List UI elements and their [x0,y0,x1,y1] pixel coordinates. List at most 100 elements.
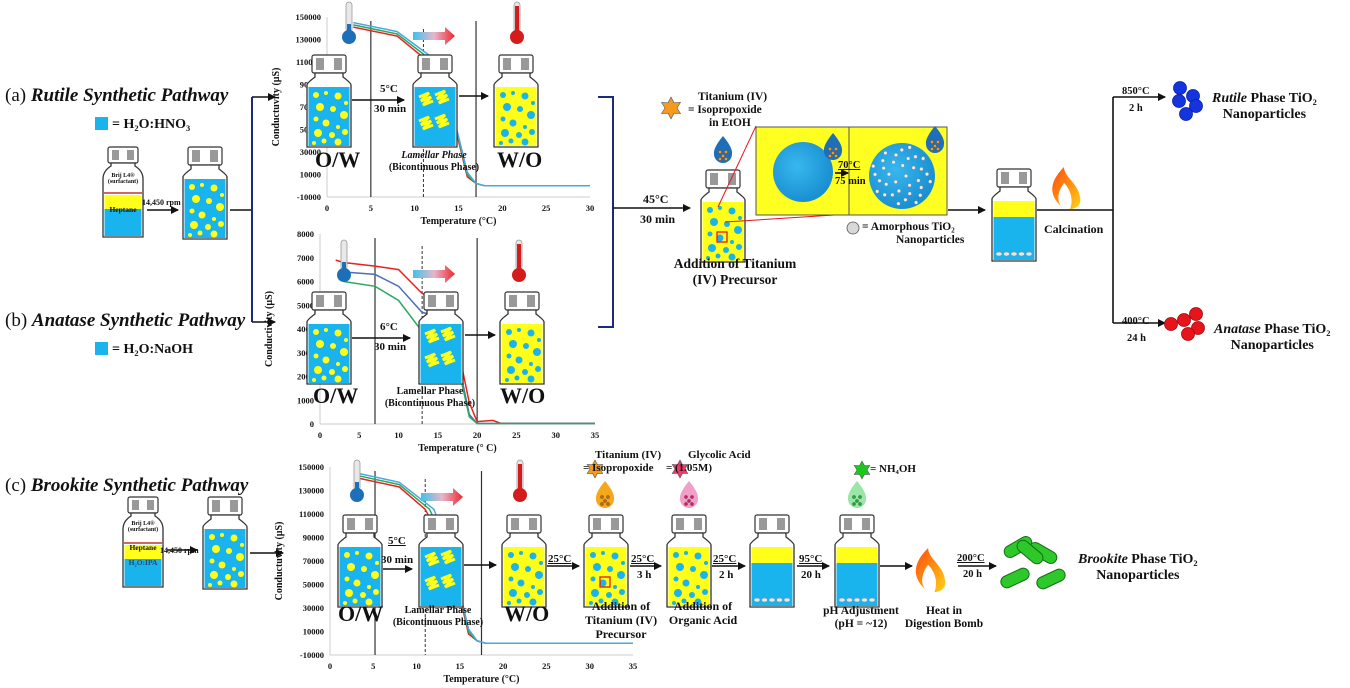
droplet [238,571,244,577]
brookite-aged-vial [749,514,795,608]
droplet [517,106,523,112]
cap-stripe [777,518,785,530]
rutile-lamellar-vial [412,54,458,148]
calcination-vial [991,168,1037,262]
anatase-cool-temp: 6°C [380,321,398,333]
droplet [527,375,535,383]
x-tick-label: 30 [586,203,595,213]
droplet [365,552,373,560]
anatase-title-text: Anatase Synthetic Pathway [31,310,246,331]
droplet [508,576,514,582]
droplet [216,203,224,211]
heat-digestion-label: Heat in Digestion Bomb [899,605,989,631]
x-tick-label: 5 [357,430,361,440]
y-tick-label: 30000 [303,603,324,613]
droplet [367,585,371,589]
x-tick-label: 15 [456,661,465,671]
droplet-particle [936,140,940,144]
droplet [225,574,231,580]
droplet [537,589,543,595]
droplet [529,552,537,560]
heating-arrow-icon [421,488,463,506]
water-swatch [95,117,108,130]
droplet [344,101,348,105]
droplet [723,247,729,253]
lamellar-sheet [424,575,440,591]
droplet [728,207,736,215]
droplet [343,601,347,605]
droplet [312,378,316,382]
droplet [684,551,688,555]
x-tick-label: 15 [454,203,463,213]
brookite-step4-temp: 95°C [799,553,823,565]
y-tick-label: 70000 [303,556,324,566]
droplet [344,576,350,582]
hot-thermometer-icon [512,239,526,282]
droplet [702,589,708,595]
zoom-region-box [716,231,728,243]
precipitate [1025,251,1033,257]
x-tick-label: 25 [542,661,551,671]
water-layer [124,559,162,586]
cap-stripe [844,518,852,530]
zoom-connector-line [717,125,757,208]
x-axis-label: Temperature (°C) [421,216,497,227]
droplet-particle [855,499,859,503]
addition-ti-line3: Precursor [595,626,647,641]
droplet [329,369,335,375]
cap-stripe [759,518,767,530]
droplet [718,206,722,210]
digestion-flame-icon [915,548,946,593]
droplet [590,552,596,558]
rutile-calc-time: 2 h [1129,103,1143,114]
y-tick-label: 150000 [299,462,325,472]
precipitate [768,597,776,603]
cap-stripe [676,518,684,530]
rutile-vial-surfactant: Brij L4® (surfactant) [103,173,143,185]
brookite-nanorod-icon [1016,539,1044,565]
droplet [197,230,203,236]
thermometer-mercury [515,6,519,32]
droplet-particle [603,499,607,503]
amorphous-nanoparticle [877,178,882,183]
droplet-particle [690,495,694,499]
brookite-step5-temp: 200°C [957,553,985,564]
precipitate [1010,251,1018,257]
lamellar-sheet [434,113,450,129]
cap-stripe [446,518,454,530]
cap-stripe [147,500,154,510]
droplet-particle [606,495,610,499]
anatase-water-legend: = H₂O:NaOH [95,342,193,358]
cap-stripe [593,518,601,530]
heating-arrow-icon [413,27,455,45]
cap-stripe [422,58,430,70]
bicontinuous-text: (Bicontinuous Phase) [384,397,476,409]
cap-stripe [365,518,373,530]
cold-thermometer-icon [350,459,364,502]
amorphous-nanoparticle [896,201,901,206]
rutile-cool-time: 30 min [374,103,407,115]
droplet [232,567,236,571]
y-tick-label: 110000 [296,57,321,67]
ti-isopropoxide-star-icon [586,459,604,479]
droplet [601,551,605,555]
y-tick-label: 6000 [297,277,314,287]
brookite-start-vial [122,496,164,588]
lamellar-sheet [424,328,440,344]
droplet [312,141,316,145]
addition-ti-line2: Titanium (IV) [584,612,658,627]
droplet [682,579,690,587]
heptane-label: Heptane [109,205,137,214]
y-tick-label: 2000 [297,372,314,382]
thermometer-mercury [517,244,521,270]
thermometer-bulb [337,268,351,282]
y-tick-label: 10000 [300,170,321,180]
anatase-ow-label: O/W [313,383,359,408]
droplet [681,598,687,604]
droplet [212,217,216,221]
anatase-nanoparticle-icon [1164,317,1178,331]
y-axis-label: Conductuvity (µS) [271,68,282,147]
micelle-with-nanoparticles [869,143,935,209]
droplet [519,551,523,555]
